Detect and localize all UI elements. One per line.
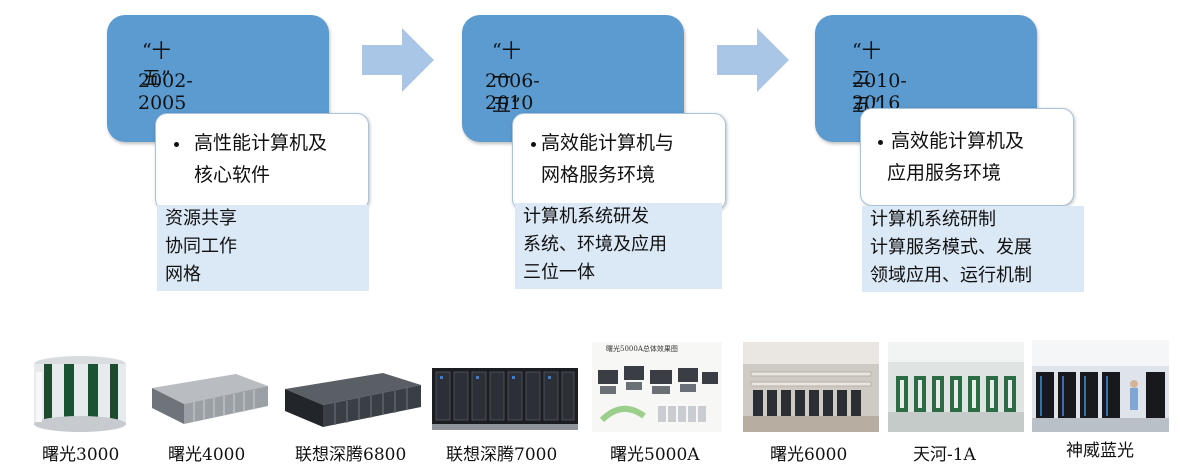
phase-1-focus-line-2: 核心软件 (194, 164, 271, 186)
system-label: 曙光3000 (42, 445, 120, 465)
phase-3-focus-line-2: 应用服务环境 (887, 162, 1002, 184)
rack-row-photo (152, 374, 268, 424)
right-arrow-icon (362, 28, 434, 92)
phase-3-theme-panel: 计算机系统研制 计算服务模式、发展 领域应用、运行机制 (862, 206, 1084, 292)
system-label: 曙光4000 (168, 445, 246, 465)
system-label: 曙光5000A (610, 445, 700, 465)
bullet-icon (531, 142, 536, 147)
phase-2-focus-card: 高效能计算机与 网格服务环境 (512, 113, 726, 211)
cluster-cabinet-photo (34, 356, 126, 432)
rack-row-photo (285, 373, 421, 427)
phase-3-name: “十二五” (852, 40, 881, 116)
phase-1-focus-card: 高性能计算机及 核心软件 (155, 113, 369, 211)
phase-3-theme-line-2: 计算服务模式、发展 (870, 237, 1032, 258)
phase-1-theme-line-3: 网格 (165, 264, 201, 285)
phase-2-theme-line-1: 计算机系统研发 (523, 206, 649, 227)
phase-1-theme-line-1: 资源共享 (165, 208, 237, 229)
phase-2-theme-line-2: 系统、环境及应用 (523, 234, 667, 255)
phase-2-focus-line-1: 高效能计算机与 (541, 132, 675, 154)
phase-3-focus-card: 高效能计算机及 应用服务环境 (860, 108, 1074, 206)
system-label: 联想深腾7000 (446, 445, 558, 465)
phase-3-theme-line-3: 领域应用、运行机制 (870, 265, 1032, 286)
floorplan-render: 曙光5000A总体效果图 (592, 342, 722, 432)
phase-2-focus-line-2: 网格服务环境 (541, 164, 656, 186)
machine-room-photo (1032, 340, 1169, 432)
phase-3-focus-line-1: 高效能计算机及 (891, 130, 1025, 152)
phase-1-theme-panel: 资源共享 协同工作 网格 (157, 205, 369, 291)
bullet-icon (174, 142, 179, 147)
phase-1-theme-line-2: 协同工作 (165, 236, 237, 257)
bullet-icon (878, 140, 883, 145)
phase-1-years: 2002-2005 (138, 70, 193, 114)
phase-2-years: 2006-2010 (485, 70, 540, 114)
system-label: 联想深腾6800 (295, 445, 407, 465)
system-label: 神威蓝光 (1066, 441, 1134, 461)
machine-room-photo (888, 342, 1024, 432)
phase-2-theme-line-3: 三位一体 (523, 262, 595, 283)
system-label: 曙光6000 (770, 445, 848, 465)
phase-1-focus-line-1: 高性能计算机及 (194, 132, 328, 154)
rack-row-photo (432, 368, 578, 430)
machine-room-photo (743, 342, 879, 432)
phase-1-name: “十五” (142, 40, 171, 89)
phase-2-name: “十一五” (492, 40, 521, 116)
render-caption: 曙光5000A总体效果图 (606, 345, 678, 353)
system-label: 天河-1A (913, 445, 976, 465)
right-arrow-icon (717, 28, 789, 92)
phase-2-theme-panel: 计算机系统研发 系统、环境及应用 三位一体 (515, 203, 722, 289)
phase-3-theme-line-1: 计算机系统研制 (870, 209, 996, 230)
